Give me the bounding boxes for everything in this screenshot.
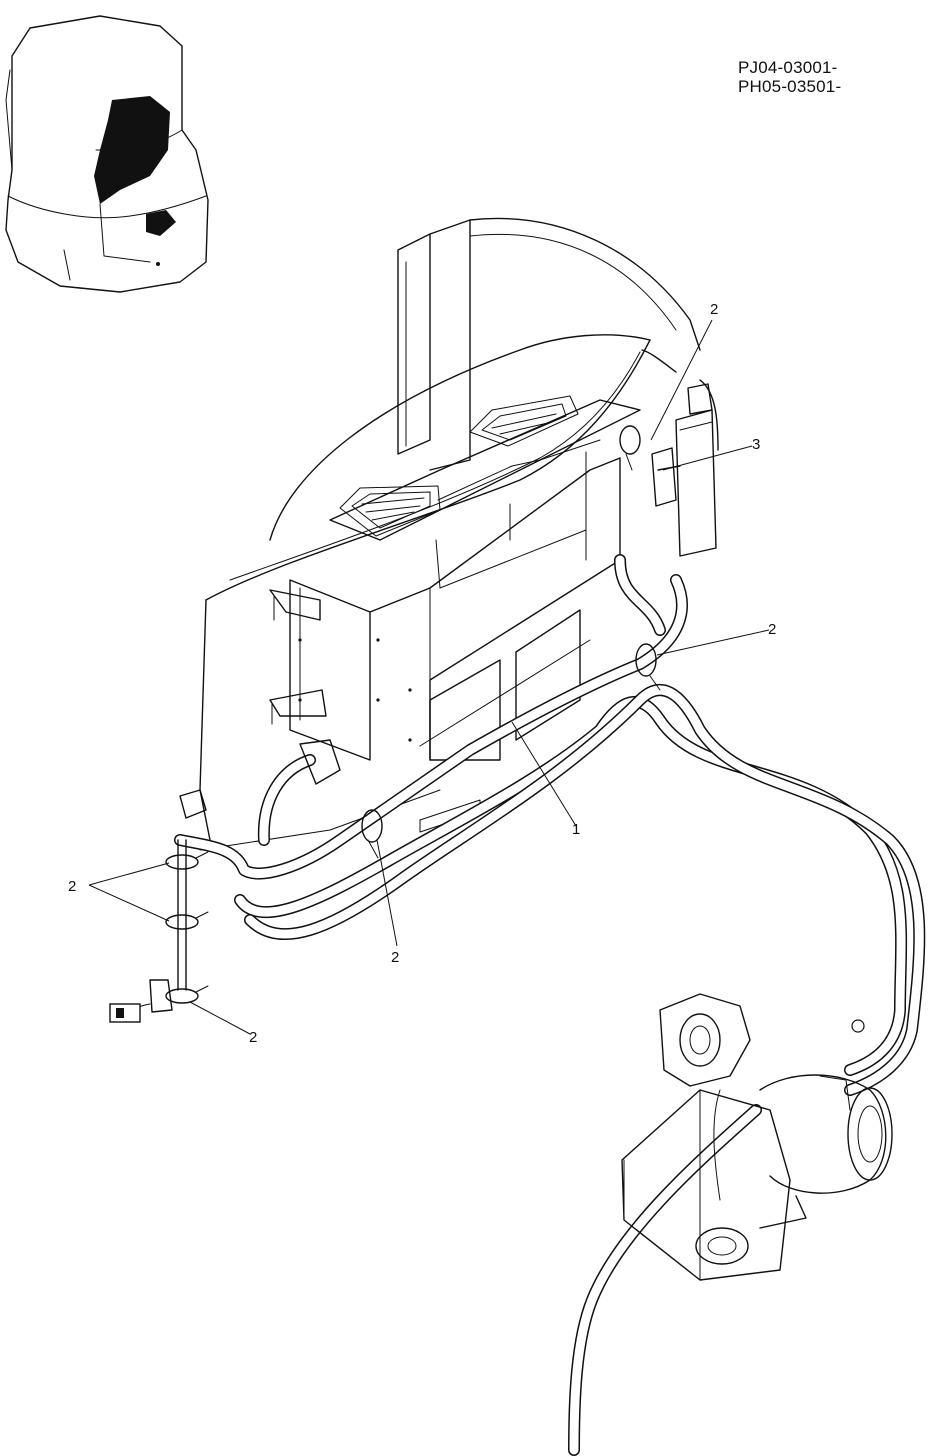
electrical-connector xyxy=(109,1003,141,1023)
callout-number-2: 2 xyxy=(68,878,76,895)
serial-range-1: PJ04-03001- xyxy=(738,58,838,77)
hose-clamp xyxy=(361,809,383,859)
hose-clamp xyxy=(165,985,209,1004)
hose-clamp xyxy=(165,911,209,930)
callout-number-2: 2 xyxy=(391,949,399,966)
air-vent-right xyxy=(481,403,567,441)
receiver-drier xyxy=(641,349,719,557)
callout-number-2: 2 xyxy=(710,301,718,318)
hose-clamp xyxy=(635,643,661,691)
hose-clamp xyxy=(165,851,209,870)
wire-harness xyxy=(109,839,209,1023)
callout-number-3: 3 xyxy=(752,436,760,453)
callout-number-1: 1 xyxy=(572,821,580,838)
callout-leader-2 xyxy=(650,319,713,441)
callout-leader-2 xyxy=(88,862,170,886)
callout-leader-2 xyxy=(656,629,770,656)
callout-number-2: 2 xyxy=(768,621,776,638)
callout-leader-3 xyxy=(662,445,753,471)
compressor-assembly xyxy=(621,993,893,1281)
callout-leader-2 xyxy=(189,1001,251,1035)
refrigerant-hose-assembly xyxy=(174,554,926,1456)
callout-leader-2 xyxy=(376,839,398,947)
air-vent-left xyxy=(351,491,431,529)
callout-leader-1 xyxy=(511,721,577,827)
air-conditioner-unit xyxy=(179,217,701,851)
callout-layer: 2 3 2 1 2 2 2 xyxy=(68,301,776,1046)
serial-range-2: PH05-03501- xyxy=(738,77,842,96)
hose-clamp xyxy=(619,425,641,471)
cab-locator-thumbnail xyxy=(5,15,209,293)
callout-number-2: 2 xyxy=(249,1029,257,1046)
callout-leader-2 xyxy=(88,884,170,922)
